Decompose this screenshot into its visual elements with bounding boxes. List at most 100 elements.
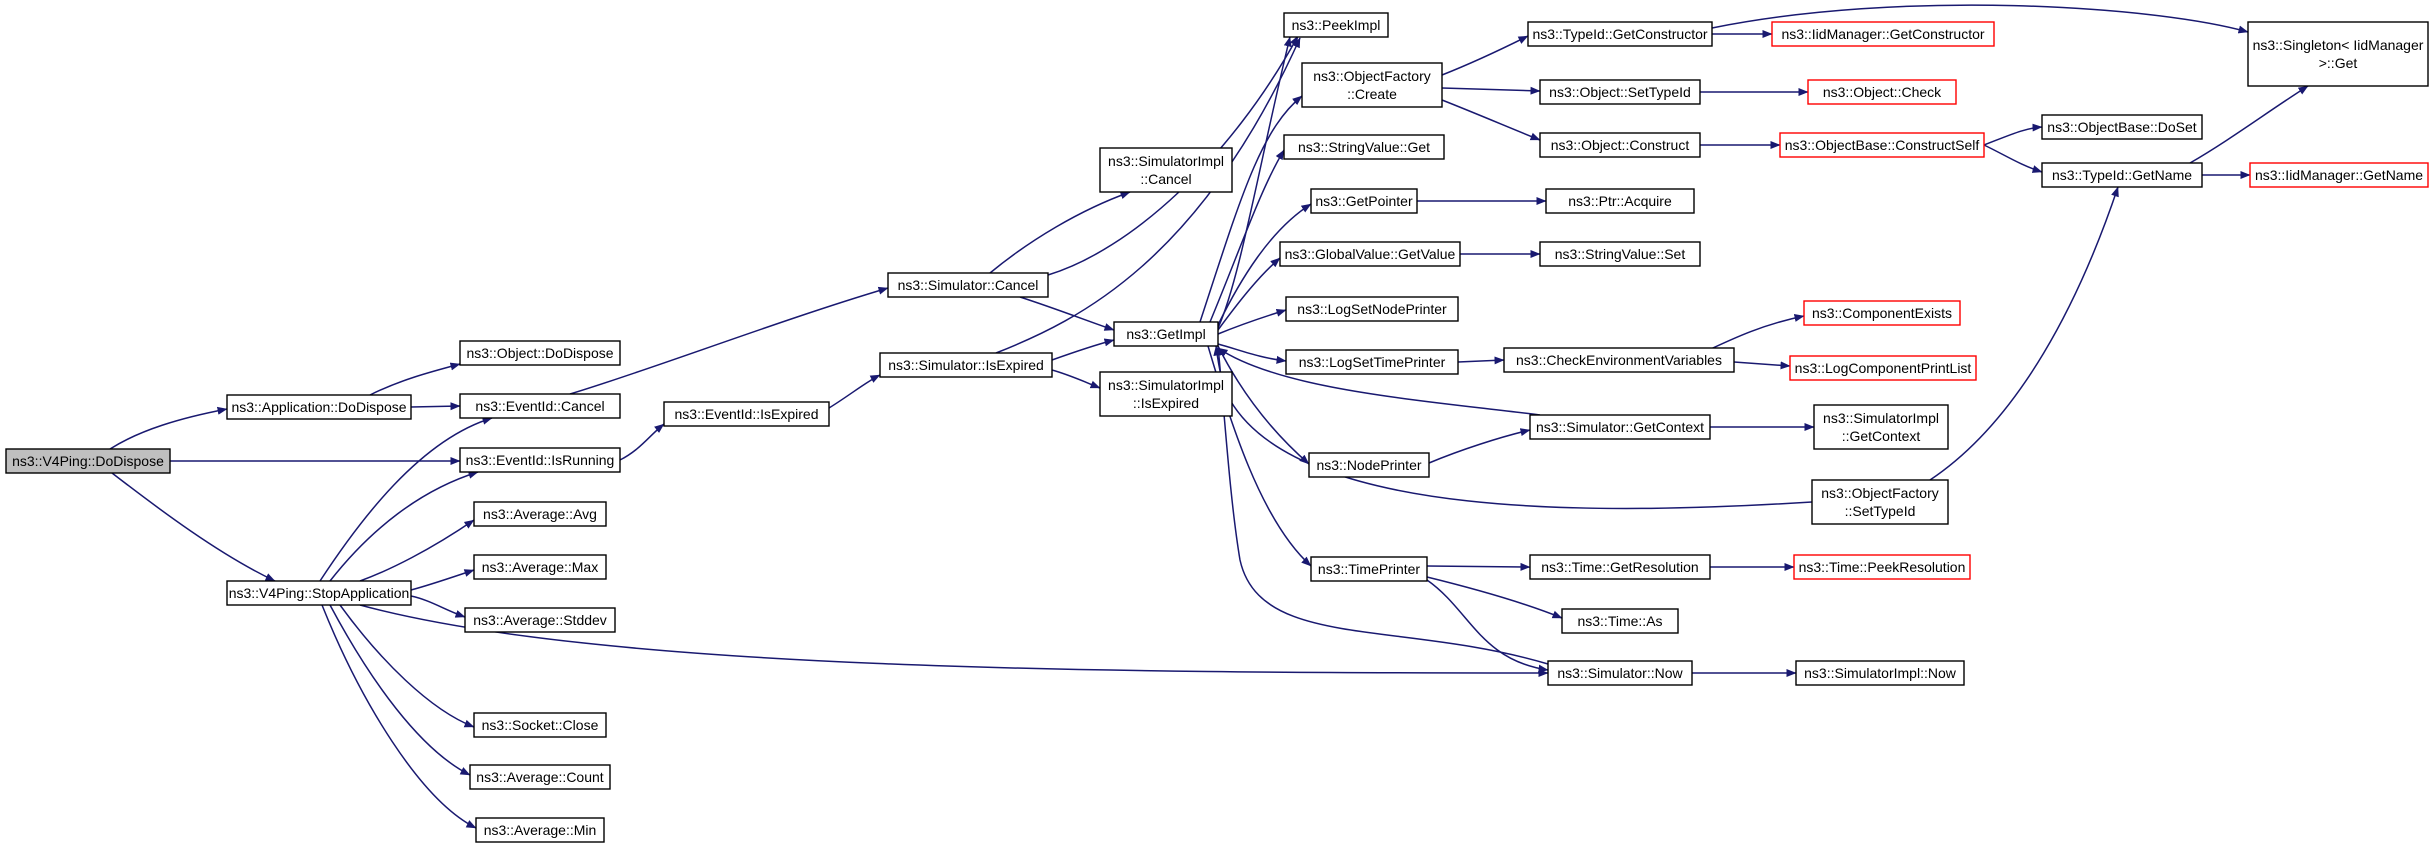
node-label: ns3::Object::DoDispose bbox=[466, 345, 613, 361]
node-implcancel[interactable]: ns3::SimulatorImpl::Cancel bbox=[1099, 147, 1233, 193]
node-simnow[interactable]: ns3::Simulator::Now bbox=[1547, 660, 1693, 686]
node-label: ns3::Simulator::Cancel bbox=[898, 277, 1039, 293]
node-nodeprinter[interactable]: ns3::NodePrinter bbox=[1308, 452, 1430, 478]
node-avgmax[interactable]: ns3::Average::Max bbox=[473, 554, 607, 580]
node-simgetctx[interactable]: ns3::Simulator::GetContext bbox=[1529, 414, 1711, 440]
node-logcompprint[interactable]: ns3::LogComponentPrintList bbox=[1789, 355, 1977, 381]
node-implexpired[interactable]: ns3::SimulatorImpl::IsExpired bbox=[1099, 371, 1233, 417]
node-strvalget[interactable]: ns3::StringValue::Get bbox=[1283, 134, 1445, 160]
node-box bbox=[1539, 79, 1701, 105]
node-box bbox=[1529, 554, 1711, 580]
node-obdoset[interactable]: ns3::ObjectBase::DoSet bbox=[2041, 114, 2203, 140]
call-edge-getimpl-to-logsettime bbox=[1217, 343, 1287, 364]
node-objcheck[interactable]: ns3::Object::Check bbox=[1807, 79, 1957, 105]
node-timegetres[interactable]: ns3::Time::GetResolution bbox=[1529, 554, 1711, 580]
node-implnow[interactable]: ns3::SimulatorImpl::Now bbox=[1795, 660, 1965, 686]
node-label: ns3::ObjectBase::DoSet bbox=[2047, 119, 2197, 135]
node-box bbox=[1301, 62, 1443, 108]
node-label: ::Create bbox=[1347, 86, 1397, 102]
node-v4dispose[interactable]: ns3::V4Ping::DoDispose bbox=[5, 448, 171, 474]
node-box bbox=[1803, 300, 1961, 326]
node-ofcreate[interactable]: ns3::ObjectFactory::Create bbox=[1301, 62, 1443, 108]
node-label: ns3::EventId::IsRunning bbox=[466, 452, 615, 468]
node-label: ns3::Average::Max bbox=[482, 559, 598, 575]
node-simcancel[interactable]: ns3::Simulator::Cancel bbox=[887, 272, 1049, 298]
node-label: ns3::Time::GetResolution bbox=[1541, 559, 1698, 575]
node-getimpl[interactable]: ns3::GetImpl bbox=[1113, 321, 1219, 347]
call-edge-stopapp-to-sockclose bbox=[339, 604, 475, 728]
node-gvgetvalue[interactable]: ns3::GlobalValue::GetValue bbox=[1279, 241, 1461, 267]
node-checkenv[interactable]: ns3::CheckEnvironmentVariables bbox=[1503, 347, 1735, 373]
node-peekimpl[interactable]: ns3::PeekImpl bbox=[1283, 12, 1389, 38]
call-edge-stopapp-to-eventrunning bbox=[329, 470, 479, 582]
call-edge-tidgetctor-to-singleton bbox=[1711, 4, 2249, 34]
node-timepeekres[interactable]: ns3::Time::PeekResolution bbox=[1793, 554, 1971, 580]
node-box bbox=[1310, 188, 1418, 214]
node-obconstructself[interactable]: ns3::ObjectBase::ConstructSelf bbox=[1779, 132, 1985, 158]
call-edge-getimpl-to-peekimpl bbox=[1217, 36, 1292, 329]
call-edge-getimpl-to-getpointer bbox=[1217, 203, 1312, 326]
node-ofsettid[interactable]: ns3::ObjectFactory::SetTypeId bbox=[1811, 479, 1949, 525]
node-label: ns3::StringValue::Get bbox=[1298, 139, 1430, 155]
node-label: ns3::TypeId::GetName bbox=[2052, 167, 2192, 183]
node-appdispose[interactable]: ns3::Application::DoDispose bbox=[226, 394, 412, 420]
node-simexpired[interactable]: ns3::Simulator::IsExpired bbox=[879, 352, 1053, 378]
node-label: ns3::EventId::IsExpired bbox=[675, 406, 819, 422]
call-edge-eventrunning-to-eventexpired bbox=[619, 423, 665, 461]
node-stopapp[interactable]: ns3::V4Ping::StopApplication bbox=[226, 580, 412, 606]
node-label: ns3::Time::As bbox=[1577, 613, 1662, 629]
node-box bbox=[226, 580, 412, 606]
node-box bbox=[2249, 162, 2429, 188]
node-avgavg[interactable]: ns3::Average::Avg bbox=[473, 501, 607, 527]
node-avgstd[interactable]: ns3::Average::Stddev bbox=[464, 607, 616, 633]
node-avgcount[interactable]: ns3::Average::Count bbox=[469, 764, 611, 790]
call-edge-simgetctx-to-getimpl bbox=[1217, 347, 1541, 416]
node-label: ns3::LogSetNodePrinter bbox=[1297, 301, 1447, 317]
node-label: ns3::SimulatorImpl bbox=[1823, 410, 1939, 426]
node-tidgetname[interactable]: ns3::TypeId::GetName bbox=[2041, 162, 2203, 188]
node-label: ns3::V4Ping::StopApplication bbox=[229, 585, 410, 601]
call-edge-ofcreate-to-objconstruct bbox=[1441, 99, 1541, 141]
node-box bbox=[2041, 162, 2203, 188]
node-implgetctx[interactable]: ns3::SimulatorImpl::GetContext bbox=[1813, 404, 1949, 450]
node-tidgetctor[interactable]: ns3::TypeId::GetConstructor bbox=[1527, 21, 1713, 47]
node-eventrunning[interactable]: ns3::EventId::IsRunning bbox=[459, 447, 621, 473]
node-strvalset[interactable]: ns3::StringValue::Set bbox=[1539, 241, 1701, 267]
node-box bbox=[1285, 349, 1459, 375]
node-sockclose[interactable]: ns3::Socket::Close bbox=[473, 712, 607, 738]
node-eventcancel[interactable]: ns3::EventId::Cancel bbox=[459, 393, 621, 419]
node-logsettime[interactable]: ns3::LogSetTimePrinter bbox=[1285, 349, 1459, 375]
node-ptracquire[interactable]: ns3::Ptr::Acquire bbox=[1545, 188, 1695, 214]
node-box bbox=[473, 501, 607, 527]
node-getpointer[interactable]: ns3::GetPointer bbox=[1310, 188, 1418, 214]
node-box bbox=[887, 272, 1049, 298]
node-avgmin[interactable]: ns3::Average::Min bbox=[475, 817, 605, 843]
node-label: ns3::Object::Check bbox=[1823, 84, 1942, 100]
node-timeas[interactable]: ns3::Time::As bbox=[1561, 608, 1679, 634]
node-objconstruct[interactable]: ns3::Object::Construct bbox=[1539, 132, 1701, 158]
node-box bbox=[226, 394, 412, 420]
node-timeprinter[interactable]: ns3::TimePrinter bbox=[1310, 556, 1428, 582]
node-label: ns3::V4Ping::DoDispose bbox=[12, 453, 164, 469]
call-edge-simexpired-to-implexpired bbox=[1051, 369, 1101, 389]
node-objsettid[interactable]: ns3::Object::SetTypeId bbox=[1539, 79, 1701, 105]
call-edge-appdispose-to-objdispose bbox=[369, 362, 461, 396]
node-label: ns3::Average::Min bbox=[484, 822, 597, 838]
node-label: ns3::SimulatorImpl bbox=[1108, 153, 1224, 169]
node-box bbox=[1529, 414, 1711, 440]
call-edge-ofcreate-to-objsettid bbox=[1441, 86, 1541, 95]
node-label: ns3::LogComponentPrintList bbox=[1795, 360, 1972, 376]
node-iidgetname[interactable]: ns3::IidManager::GetName bbox=[2249, 162, 2429, 188]
node-label: ns3::TypeId::GetConstructor bbox=[1532, 26, 1707, 42]
node-iidgetctor[interactable]: ns3::IidManager::GetConstructor bbox=[1771, 21, 1995, 47]
node-logsetnode[interactable]: ns3::LogSetNodePrinter bbox=[1285, 296, 1459, 322]
node-singleton[interactable]: ns3::Singleton< IidManager >::Get bbox=[2247, 21, 2429, 87]
node-objdispose[interactable]: ns3::Object::DoDispose bbox=[459, 340, 621, 366]
call-edge-stopapp-to-avgmax bbox=[410, 569, 475, 591]
node-eventexpired[interactable]: ns3::EventId::IsExpired bbox=[663, 401, 830, 427]
node-compexists[interactable]: ns3::ComponentExists bbox=[1803, 300, 1961, 326]
node-box bbox=[1771, 21, 1995, 47]
node-box bbox=[475, 817, 605, 843]
node-label: ns3::Socket::Close bbox=[482, 717, 599, 733]
